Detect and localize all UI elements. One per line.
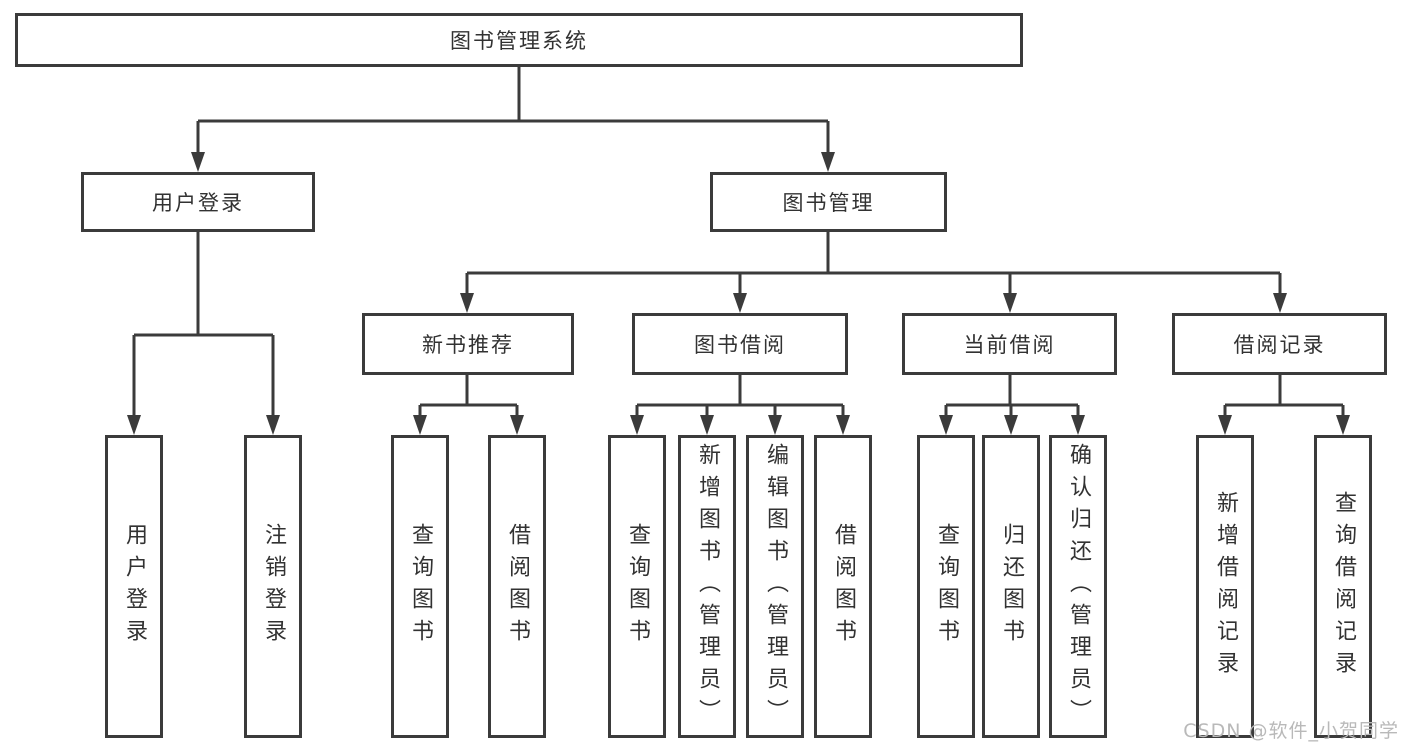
- leaf-query-books-2: 查询图书: [608, 435, 666, 738]
- arrowhead: [510, 415, 524, 435]
- arrowhead: [1336, 415, 1350, 435]
- node-label: 新增图书（管理员）: [695, 442, 720, 731]
- arrowhead: [939, 415, 953, 435]
- leaf-add-borrow-record: 新增借阅记录: [1196, 435, 1254, 738]
- node-label: 查询图书: [408, 522, 433, 651]
- arrowhead: [768, 415, 782, 435]
- leaf-user-login: 用户登录: [105, 435, 163, 738]
- node-label: 查询图书: [625, 522, 650, 651]
- leaf-query-books-1: 查询图书: [391, 435, 449, 738]
- node-book-borrow: 图书借阅: [632, 313, 848, 375]
- arrowhead: [413, 415, 427, 435]
- node-label: 图书管理系统: [450, 29, 588, 53]
- node-label: 借阅记录: [1233, 333, 1326, 357]
- arrowhead: [700, 415, 714, 435]
- node-label: 借阅图书: [505, 522, 530, 651]
- leaf-logout: 注销登录: [244, 435, 302, 738]
- arrowhead: [127, 415, 141, 435]
- leaf-query-books-3: 查询图书: [917, 435, 975, 738]
- arrowhead: [1071, 415, 1085, 435]
- arrowhead: [1218, 415, 1232, 435]
- leaf-edit-books-admin: 编辑图书（管理员）: [746, 435, 804, 738]
- node-label: 注销登录: [261, 522, 286, 651]
- arrowhead: [836, 415, 850, 435]
- arrowhead: [1273, 293, 1287, 313]
- node-label: 借阅图书: [831, 522, 856, 651]
- node-new-book-recommend: 新书推荐: [362, 313, 574, 375]
- node-label: 图书管理: [782, 191, 875, 215]
- arrowhead: [821, 152, 835, 172]
- arrowhead: [266, 415, 280, 435]
- leaf-add-books-admin: 新增图书（管理员）: [678, 435, 736, 738]
- node-label: 归还图书: [999, 522, 1024, 651]
- node-label: 用户登录: [122, 522, 147, 651]
- node-system-root: 图书管理系统: [15, 13, 1023, 67]
- node-label: 新增借阅记录: [1213, 490, 1238, 683]
- leaf-borrow-books-1: 借阅图书: [488, 435, 546, 738]
- arrowhead: [191, 152, 205, 172]
- csdn-watermark: CSDN @软件_小贺同学: [1183, 720, 1399, 742]
- leaf-query-borrow-record: 查询借阅记录: [1314, 435, 1372, 738]
- node-label: 编辑图书（管理员）: [763, 442, 788, 731]
- node-borrow-records: 借阅记录: [1172, 313, 1387, 375]
- arrowhead: [460, 293, 474, 313]
- node-label: 确认归还（管理员）: [1066, 442, 1091, 731]
- node-current-borrow: 当前借阅: [902, 313, 1117, 375]
- arrowhead: [1003, 293, 1017, 313]
- leaf-borrow-books-2: 借阅图书: [814, 435, 872, 738]
- leaf-confirm-return-admin: 确认归还（管理员）: [1049, 435, 1107, 738]
- node-user-login-branch: 用户登录: [81, 172, 315, 232]
- node-label: 图书借阅: [694, 333, 786, 357]
- arrowhead: [1004, 415, 1018, 435]
- node-label: 查询借阅记录: [1331, 490, 1356, 683]
- leaf-return-books: 归还图书: [982, 435, 1040, 738]
- arrowhead: [630, 415, 644, 435]
- node-book-management-branch: 图书管理: [710, 172, 947, 232]
- node-label: 新书推荐: [422, 333, 514, 357]
- node-label: 查询图书: [934, 522, 959, 651]
- node-label: 当前借阅: [963, 333, 1056, 357]
- arrowhead: [733, 293, 747, 313]
- node-label: 用户登录: [152, 191, 244, 215]
